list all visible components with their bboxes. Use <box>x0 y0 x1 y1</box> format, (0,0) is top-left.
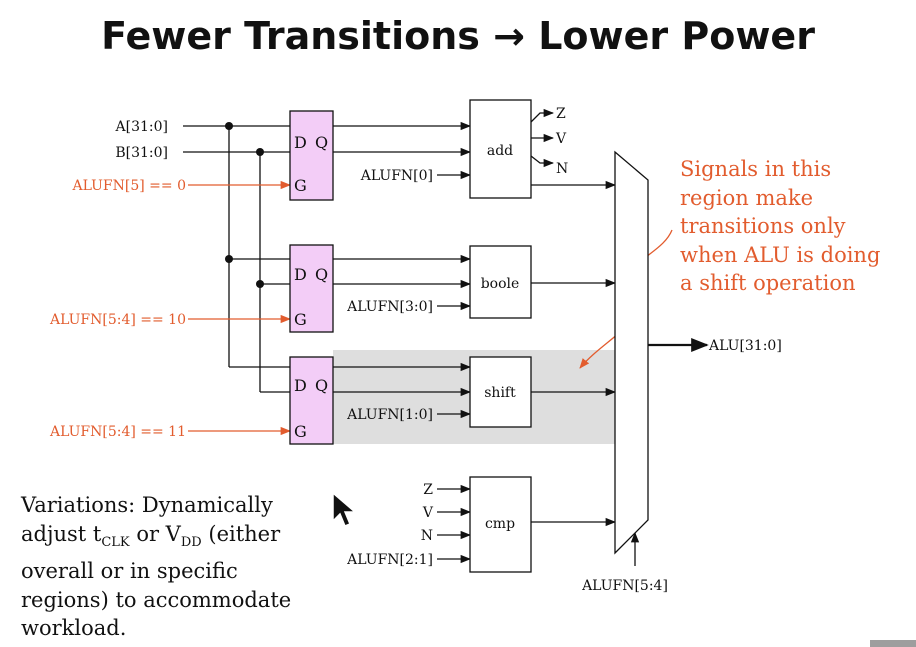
flag-v-label: V <box>555 131 567 147</box>
flag-z-label: Z <box>556 106 566 122</box>
cmp-input-v-label: V <box>422 505 434 521</box>
latch-q-label: Q <box>315 133 328 152</box>
callout-line: Signals in this <box>680 157 832 181</box>
note-line: regions) to accommodate <box>21 587 292 612</box>
latch-q-label: Q <box>315 265 328 284</box>
unit-add <box>469 99 532 199</box>
cmp-control-label: ALUFN[2:1] <box>346 552 433 568</box>
flag-n-label: N <box>556 161 568 177</box>
latch-d-label: D <box>294 376 307 395</box>
enable-boole-label: ALUFN[5:4] == 10 <box>49 312 186 328</box>
note-line: Variations: Dynamically <box>21 493 273 517</box>
note-line: workload. <box>21 616 127 641</box>
note-line: adjust tCLK or VDD (either <box>21 521 281 550</box>
callout-line: transitions only <box>680 214 846 238</box>
callout-line: region make <box>680 185 814 210</box>
note-line: overall or in specific <box>21 559 238 584</box>
latch-d-label: D <box>294 133 307 152</box>
cmp-input-n-label: N <box>421 528 433 544</box>
input-b-label: B[31:0] <box>115 145 168 161</box>
variations-note: Variations: Dynamically adjust tCLK or V… <box>21 491 341 643</box>
output-mux <box>614 150 649 555</box>
add-control-label: ALUFN[0] <box>360 168 433 184</box>
page-title: Fewer Transitions → Lower Power <box>101 14 815 58</box>
latch-g-label: G <box>294 176 307 195</box>
unit-cmp-label: cmp <box>485 516 515 532</box>
boole-control-label: ALUFN[3:0] <box>346 299 433 315</box>
latch-shift <box>289 356 334 445</box>
unit-boole <box>469 245 532 319</box>
enable-shift-label: ALUFN[5:4] == 11 <box>49 424 186 440</box>
latch-d-label: D <box>294 265 307 284</box>
tclk-subscript: CLK <box>101 534 130 550</box>
unit-boole-label: boole <box>481 276 520 292</box>
corner-tab <box>870 640 916 647</box>
shift-control-label: ALUFN[1:0] <box>346 407 433 423</box>
latch-add <box>289 110 334 201</box>
mouse-pointer-icon <box>332 491 357 527</box>
shift-region-callout: Signals in this region make transitions … <box>680 155 916 298</box>
unit-shift <box>469 356 532 428</box>
cmp-input-z-label: Z <box>423 482 433 498</box>
unit-shift-label: shift <box>484 385 516 401</box>
unit-cmp <box>469 476 532 573</box>
mux-select-label: ALUFN[5:4] <box>581 578 668 594</box>
latch-g-label: G <box>294 422 307 441</box>
input-a-label: A[31:0] <box>115 119 168 135</box>
callout-line: a shift operation <box>680 271 856 295</box>
callout-line: when ALU is doing <box>680 242 881 267</box>
alu-output-label: ALU[31:0] <box>708 338 782 354</box>
latch-g-label: G <box>294 310 307 329</box>
unit-add-label: add <box>487 143 513 159</box>
latch-q-label: Q <box>315 376 328 395</box>
enable-add-label: ALUFN[5] == 0 <box>71 178 186 194</box>
vdd-subscript: DD <box>180 534 202 550</box>
latch-boole <box>289 244 334 333</box>
